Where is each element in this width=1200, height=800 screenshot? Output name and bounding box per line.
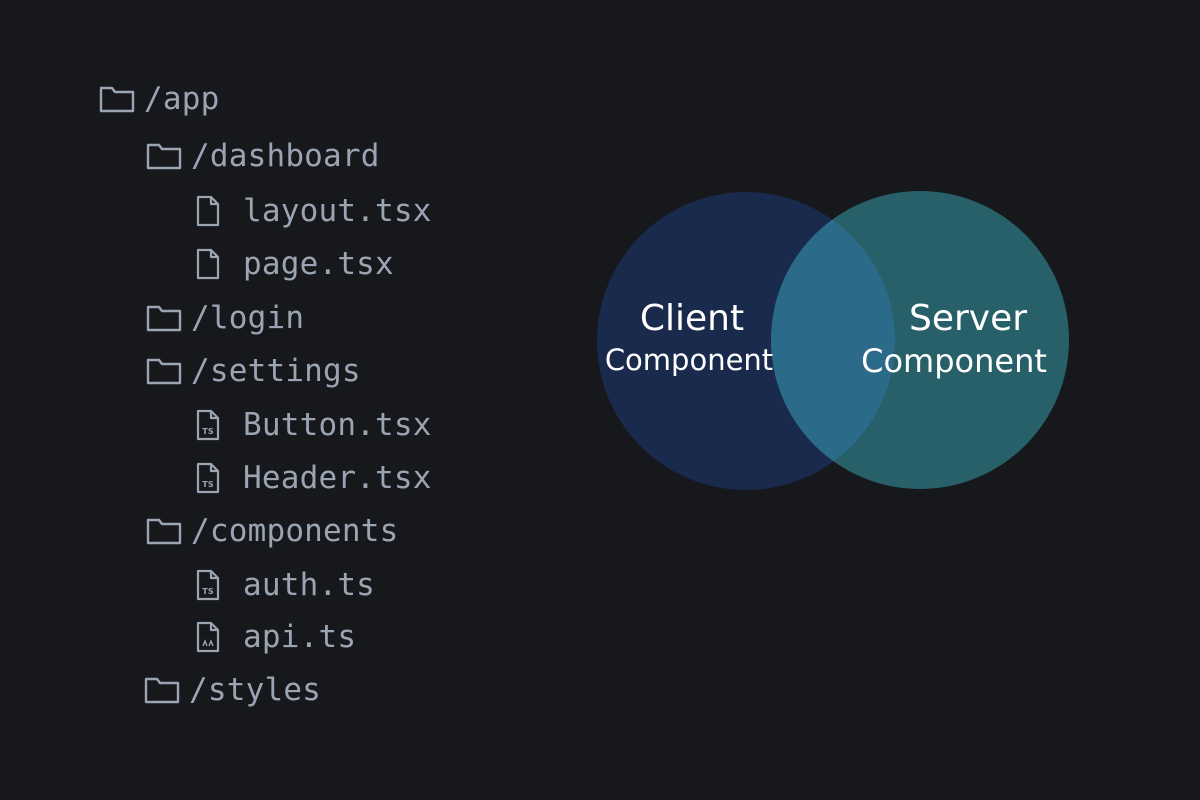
client-label-line2: Component — [605, 343, 773, 377]
tree-item-label: Button.tsx — [243, 407, 432, 443]
svg-text:TS: TS — [202, 480, 214, 489]
folder-icon — [143, 675, 181, 705]
tree-item-dashboard-folder[interactable]: /dashboard — [145, 134, 380, 178]
folder-icon — [145, 516, 183, 546]
tree-item-api-file[interactable]: api.ts — [193, 615, 356, 659]
venn-diagram: Client Component Server Component — [580, 170, 1090, 510]
tree-item-label: auth.ts — [243, 567, 376, 603]
ts-file-icon: TS — [193, 461, 223, 495]
client-label-line1: Client — [640, 298, 744, 339]
svg-text:TS: TS — [202, 587, 214, 596]
tree-item-label: /login — [191, 300, 305, 336]
tree-item-label: /components — [191, 513, 399, 549]
ts-file-icon: TS — [193, 408, 223, 442]
tree-item-auth-file[interactable]: TS auth.ts — [193, 563, 375, 607]
tree-item-components-folder[interactable]: /components — [145, 509, 399, 553]
tree-item-page-file[interactable]: page.tsx — [193, 242, 394, 286]
tree-item-app-folder[interactable]: /app — [98, 77, 219, 121]
tree-item-header-file[interactable]: TS Header.tsx — [193, 456, 432, 500]
file-icon — [193, 194, 223, 228]
tree-item-label: Header.tsx — [243, 460, 432, 496]
server-label-line1: Server — [909, 298, 1027, 339]
tree-item-label: layout.tsx — [243, 193, 432, 229]
server-label-line2: Component — [861, 342, 1047, 380]
tree-item-label: /styles — [189, 672, 322, 708]
svg-text:TS: TS — [202, 427, 214, 436]
tree-item-label: page.tsx — [243, 246, 394, 282]
tree-item-label: api.ts — [243, 619, 357, 655]
folder-icon — [98, 84, 136, 114]
tree-item-settings-folder[interactable]: /settings — [145, 349, 361, 393]
tree-item-label: /app — [144, 81, 220, 117]
file-icon — [193, 247, 223, 281]
tree-item-button-file[interactable]: TS Button.tsx — [193, 403, 432, 447]
folder-icon — [145, 141, 183, 171]
tree-item-login-folder[interactable]: /login — [145, 296, 304, 340]
folder-icon — [145, 356, 183, 386]
js-file-icon — [193, 620, 223, 654]
tree-item-label: /settings — [191, 353, 361, 389]
ts-file-icon: TS — [193, 568, 223, 602]
tree-item-layout-file[interactable]: layout.tsx — [193, 189, 432, 233]
folder-icon — [145, 303, 183, 333]
file-tree: /app /dashboard layout.tsx page.tsx /log… — [0, 0, 560, 800]
tree-item-label: /dashboard — [191, 138, 380, 174]
tree-item-styles-folder[interactable]: /styles — [143, 668, 321, 712]
overlap-region — [771, 192, 895, 489]
